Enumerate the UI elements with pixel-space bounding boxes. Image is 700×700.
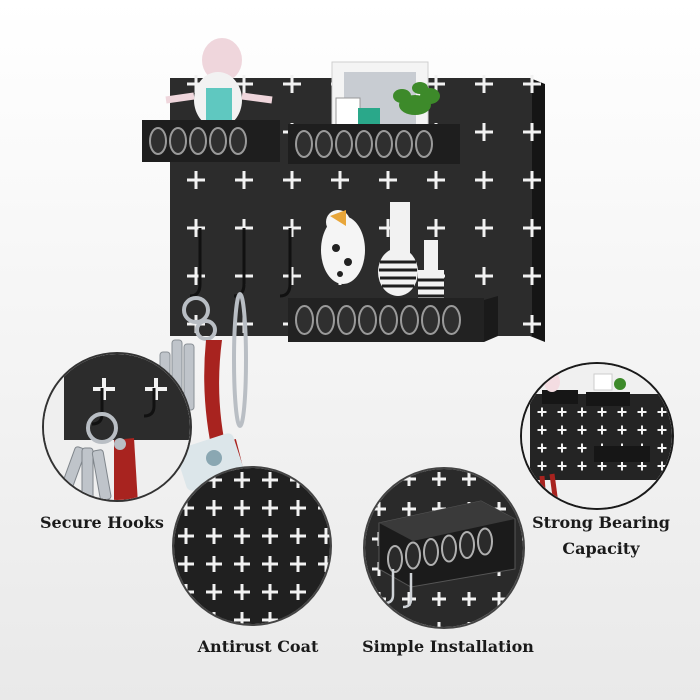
key-ring-icon: [182, 292, 248, 428]
plant-icon: [393, 82, 440, 115]
caption-strong-bearing-line2: Capacity: [562, 539, 640, 558]
shelf-basket-bottom: [288, 296, 498, 342]
hook-icon: [384, 569, 413, 609]
shelf-basket-top-left: [142, 120, 280, 162]
b-block: [335, 97, 361, 127]
detail-circle-antirust-coat: [172, 466, 332, 626]
shelf-basket-icon: [378, 500, 516, 588]
leather-strap-icon: [114, 438, 138, 500]
board-side: [530, 78, 545, 342]
caption-strong-bearing: Strong Bearing Capacity: [528, 510, 674, 562]
hook-icon: [189, 228, 292, 298]
cross-hole-icon: [93, 378, 167, 400]
keys-icon: [57, 446, 112, 500]
detail-circle-simple-installation: [363, 467, 525, 629]
caption-antirust-coat: Antirust Coat: [197, 637, 319, 656]
caption-secure-hooks: Secure Hooks: [40, 513, 164, 532]
bird-figurine-icon: [321, 210, 365, 284]
pegboard-panel: [174, 468, 330, 624]
caption-simple-installation: Simple Installation: [362, 637, 534, 656]
caption-strong-bearing-line1: Strong Bearing: [532, 513, 670, 532]
detail-circle-secure-hooks: [42, 352, 192, 502]
striped-vase-icon: [378, 202, 444, 302]
key-ring-icon: [86, 412, 118, 444]
pig-toy-icon: [165, 38, 273, 128]
detail-circle-strong-bearing: [520, 362, 674, 510]
shelf-basket-top-right: [288, 124, 460, 164]
